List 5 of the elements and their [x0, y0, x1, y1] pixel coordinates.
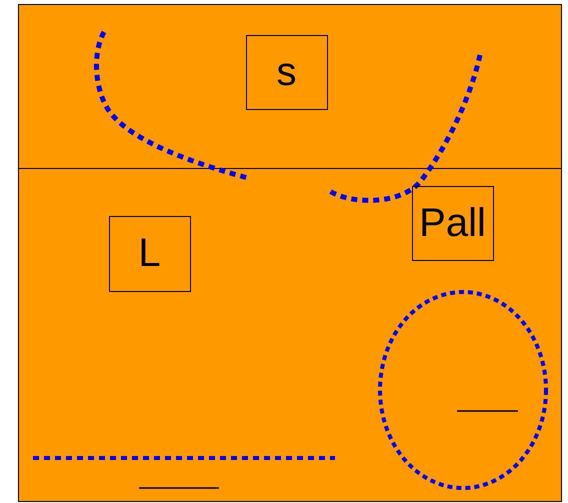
band-region	[18, 4, 562, 170]
label-box: Pall	[412, 186, 494, 260]
band-region	[18, 168, 562, 502]
label-box: L	[108, 216, 190, 292]
label-box: s	[246, 34, 328, 110]
